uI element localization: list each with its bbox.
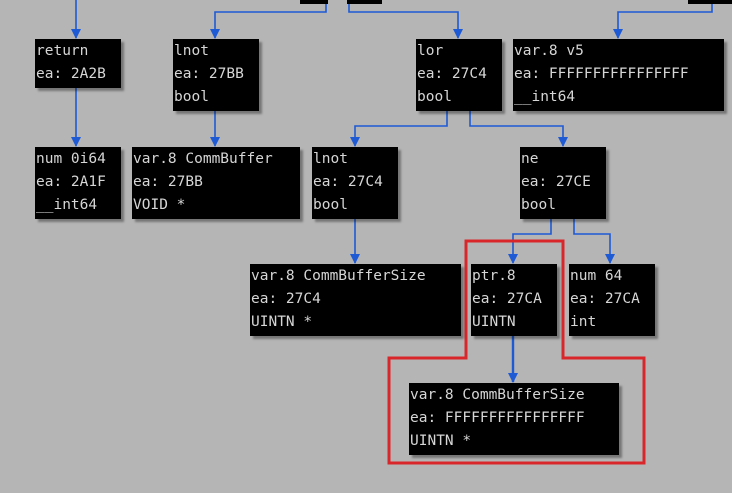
node-ea: ea: 2A2B <box>36 66 106 82</box>
node-op: var.8 CommBufferSize <box>251 268 426 284</box>
node-op: return <box>36 43 89 59</box>
node-type: bool <box>313 197 348 213</box>
node-ea: ea: 27BB <box>133 174 203 190</box>
node-op: lnot <box>313 151 348 167</box>
highlight-outline <box>387 239 646 465</box>
edge <box>508 219 552 264</box>
edge <box>210 0 327 39</box>
node-ea: ea: 27C4 <box>251 291 321 307</box>
node-op: var.8 v5 <box>514 43 584 59</box>
node-var-v5[interactable]: var.8 v5 ea: FFFFFFFFFFFFFFFF __int64 <box>513 39 724 111</box>
node-ea: ea: 27CA <box>472 291 542 307</box>
node-type: __int64 <box>514 89 576 105</box>
edge <box>613 0 713 39</box>
node-ea: ea: FFFFFFFFFFFFFFFF <box>410 410 585 426</box>
node-op: var.8 CommBufferSize <box>410 387 585 403</box>
edge <box>348 0 463 39</box>
node-type: UINTN * <box>410 433 472 449</box>
node-op: ne <box>521 151 539 167</box>
node-type: VOID * <box>133 197 186 213</box>
node-type: __int64 <box>36 197 98 213</box>
node-ea: ea: FFFFFFFFFFFFFFFF <box>514 66 689 82</box>
node-op: ptr.8 <box>472 268 516 284</box>
node-ne[interactable]: ne ea: 27CE bool <box>520 147 606 219</box>
edge <box>350 111 448 147</box>
partial-node[interactable] <box>347 0 382 4</box>
node-num-0i64[interactable]: num 0i64 ea: 2A1F __int64 <box>35 147 121 219</box>
node-ptr[interactable]: ptr.8 ea: 27CA UINTN <box>471 264 557 336</box>
node-var-commbuffer[interactable]: var.8 CommBuffer ea: 27BB VOID * <box>132 147 300 219</box>
node-lor[interactable]: lor ea: 27C4 bool <box>416 39 502 111</box>
node-op: var.8 CommBuffer <box>133 151 273 167</box>
node-op: lor <box>417 43 444 59</box>
node-ea: ea: 27CA <box>570 291 640 307</box>
node-ea: ea: 27C4 <box>313 174 383 190</box>
node-type: bool <box>174 89 209 105</box>
partial-node[interactable] <box>300 0 328 4</box>
node-num-64[interactable]: num 64 ea: 27CA int <box>569 264 655 336</box>
node-type: UINTN <box>472 314 516 330</box>
node-lnot-27bb[interactable]: lnot ea: 27BB bool <box>173 39 259 111</box>
node-type: int <box>570 314 597 330</box>
node-ea: ea: 27C4 <box>417 66 487 82</box>
edge <box>573 219 615 264</box>
node-op: lnot <box>174 43 209 59</box>
node-return[interactable]: return ea: 2A2B <box>35 39 121 88</box>
node-op: num 0i64 <box>36 151 106 167</box>
node-ea: ea: 27CE <box>521 174 591 190</box>
node-type: bool <box>417 89 452 105</box>
node-op: num 64 <box>570 268 623 284</box>
node-ea: ea: 27BB <box>174 66 244 82</box>
node-var-commbuffersize-ffff[interactable]: var.8 CommBufferSize ea: FFFFFFFFFFFFFFFF… <box>409 383 619 455</box>
node-type: UINTN * <box>251 314 313 330</box>
partial-node[interactable] <box>688 0 732 4</box>
node-lnot-27c4[interactable]: lnot ea: 27C4 bool <box>312 147 398 219</box>
node-type: bool <box>521 197 556 213</box>
node-ea: ea: 2A1F <box>36 174 106 190</box>
edge <box>469 111 568 147</box>
